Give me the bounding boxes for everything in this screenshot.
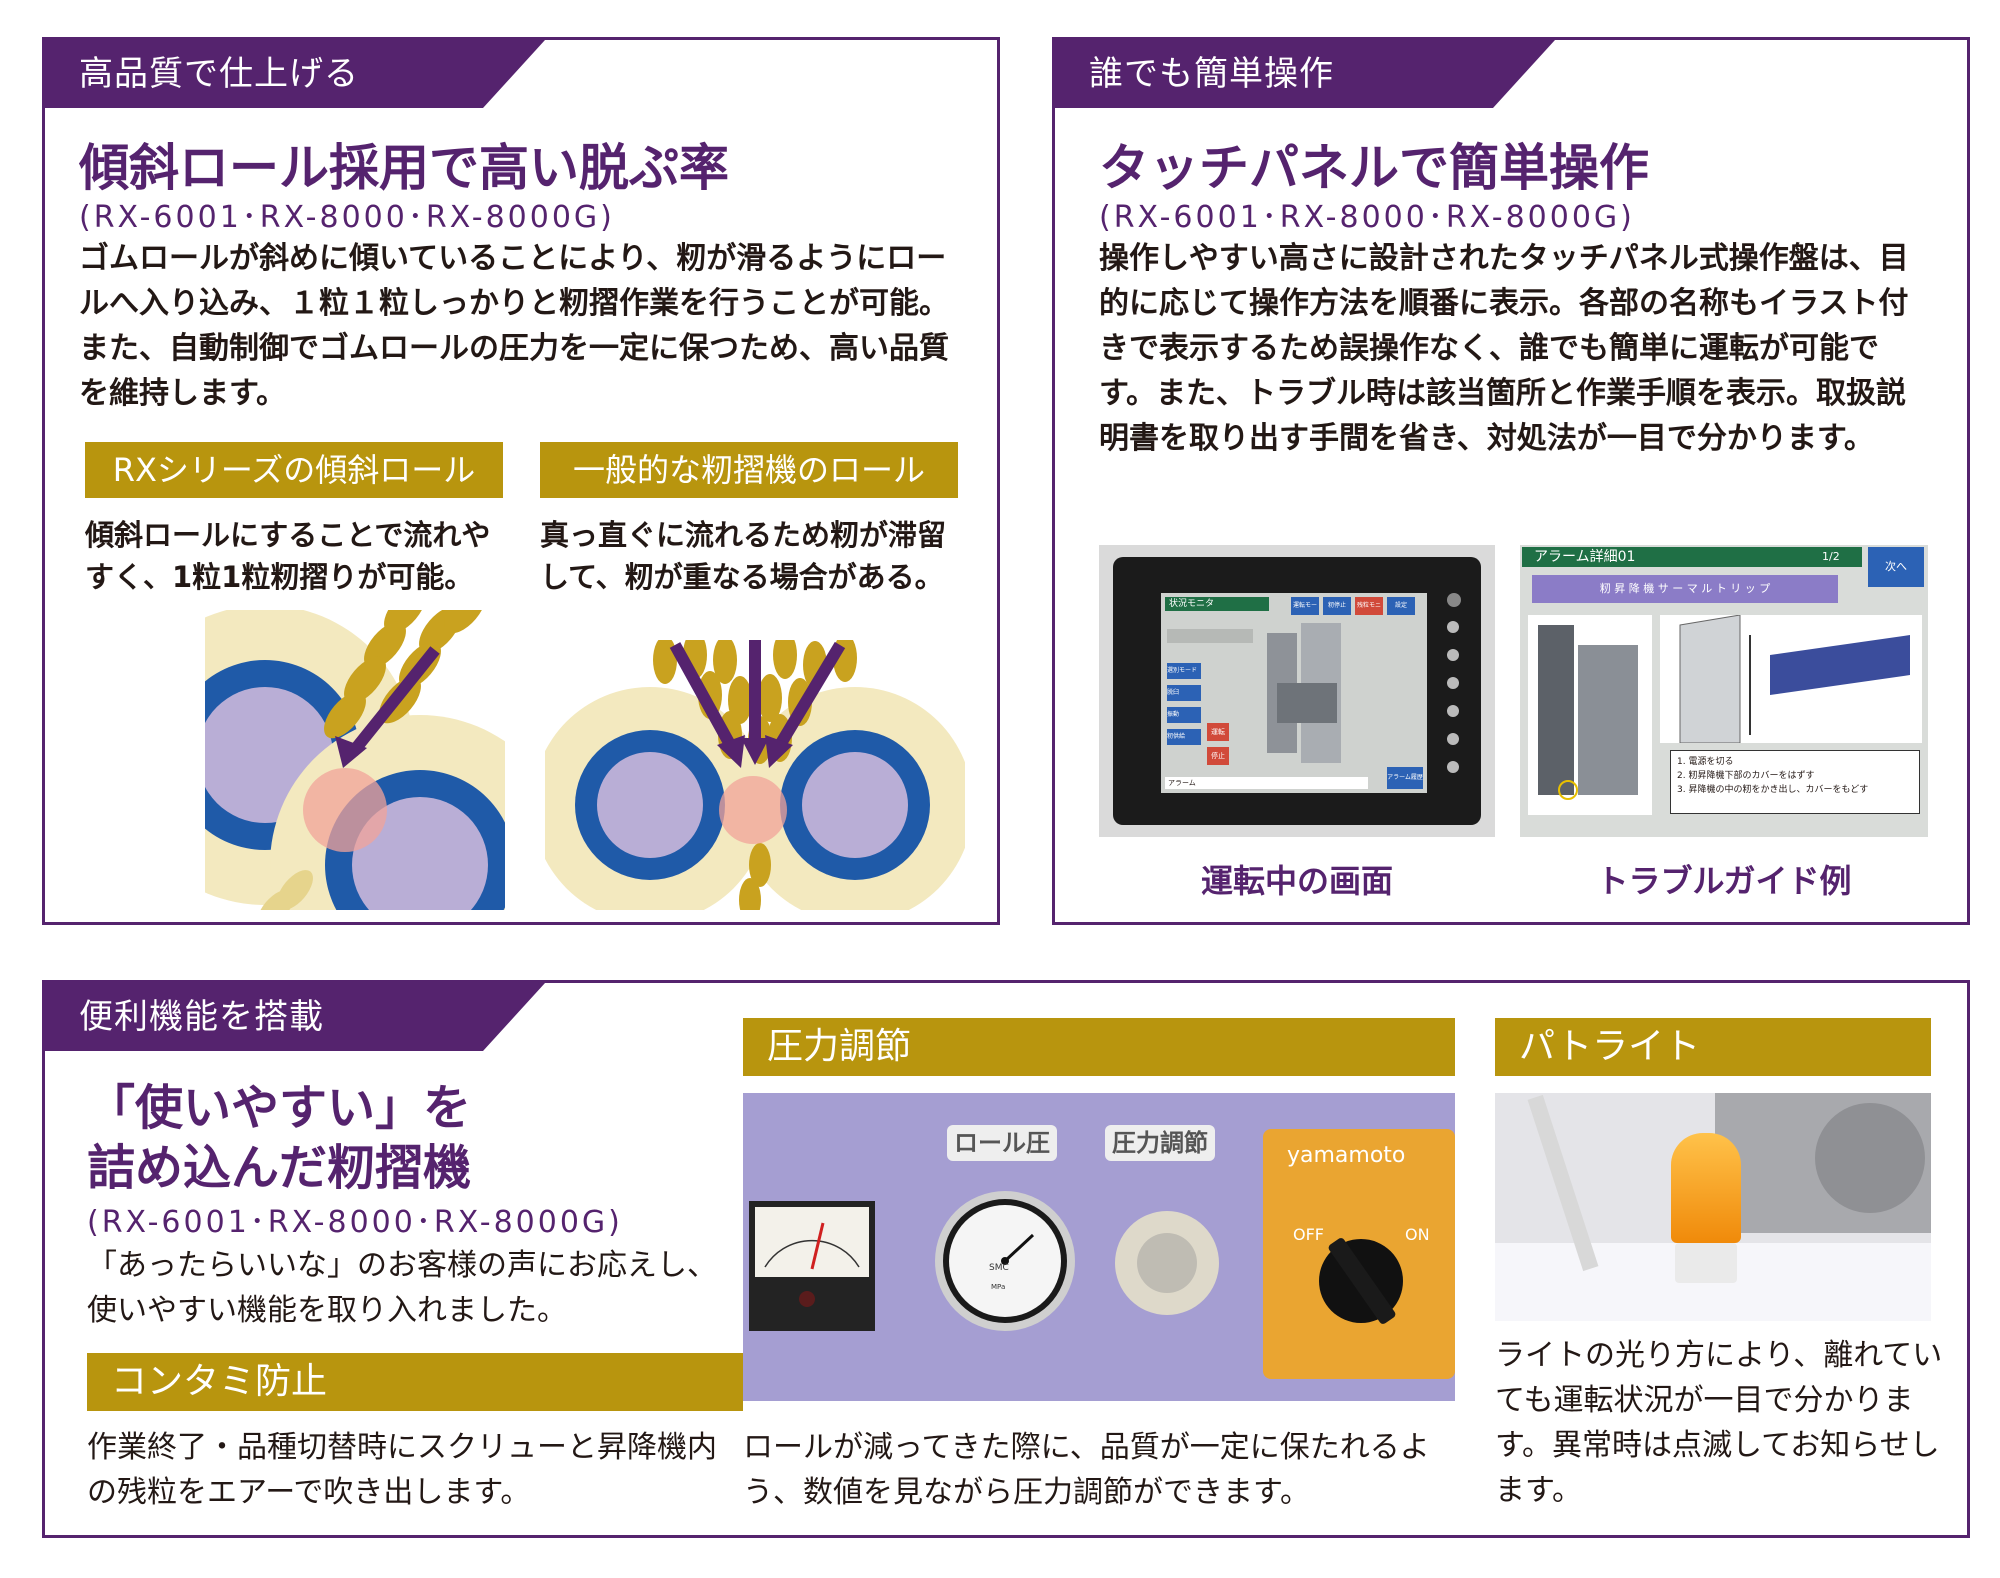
screen-btn-monitor[interactable]: 残粒モニタ xyxy=(1355,597,1383,615)
switch-plate: yamamoto OFF ON xyxy=(1263,1129,1455,1379)
guide-machine-photo xyxy=(1528,615,1652,815)
compare-label-rx: RXシリーズの傾斜ロール xyxy=(85,442,503,498)
patlite-text: ライトの光り方により、離れていても運転状況が一目で分かります。異常時は点滅してお… xyxy=(1495,1338,1943,1508)
panel-title: 傾斜ロール採用で高い脱ぷ率 xyxy=(79,139,729,197)
panel-description: 操作しやすい高さに設計されたタッチパネル式操作盤は、目的に応じて操作方法を順番に… xyxy=(1099,241,1909,456)
screen-side-buttons: 選別モード 脱臼 振動 籾供給 xyxy=(1167,663,1201,751)
model-list: (RX-6001･RX-8000･RX-8000G) xyxy=(1099,200,1635,235)
panel-title-line2: 詰め込んだ籾摺機 xyxy=(87,1140,472,1196)
screen-title: 状況モニタ xyxy=(1165,597,1269,611)
guide-next-button[interactable]: 次へ xyxy=(1868,547,1924,587)
inclined-roll-illustration xyxy=(205,610,505,910)
compare-text-general: 真っ直ぐに流れるため籾が滞留して、籾が重なる場合がある。 xyxy=(540,518,947,594)
screen-run-button[interactable]: 運転 xyxy=(1207,723,1229,741)
caption-running-screen: 運転中の画面 xyxy=(1200,862,1393,900)
panel-title: タッチパネルで簡単操作 xyxy=(1099,139,1649,197)
guide-banner: 籾 昇 降 機 サ ー マ ル ト リ ッ プ xyxy=(1532,575,1838,603)
screen-btn-stop[interactable]: 籾停止 xyxy=(1323,597,1351,615)
plate-roll-pressure: ロール圧 xyxy=(947,1125,1057,1161)
section-tag: 便利機能を搭載 xyxy=(45,983,545,1051)
pressure-adjust-knob[interactable] xyxy=(1115,1211,1219,1315)
hardware-keys xyxy=(1447,593,1461,789)
screen-btn-mode[interactable]: 運転モード xyxy=(1291,597,1319,615)
switch-off-label: OFF xyxy=(1293,1225,1324,1244)
guide-detail-drawing xyxy=(1660,614,1922,744)
guide-steps: 1. 電源を切る 2. 籾昇降機下部のカバーをはずす 3. 昇降機の中の籾をかき… xyxy=(1670,750,1920,814)
screen-machine-diagram xyxy=(1257,623,1367,773)
contamination-label: コンタミ防止 xyxy=(87,1353,743,1411)
power-switch[interactable] xyxy=(1319,1236,1403,1326)
panel-title-line1: 「使いやすい」を xyxy=(87,1080,472,1136)
screen-alarm-history-button[interactable]: アラーム履歴 xyxy=(1387,767,1423,789)
panel-description: ゴムロールが斜めに傾いていることにより、籾が滑るようにロールへ入り込み、１粒１粒… xyxy=(79,241,949,411)
screen-alarm-bar: アラーム xyxy=(1165,777,1368,789)
general-roll-illustration xyxy=(545,640,965,910)
trouble-guide-screen: アラーム詳細01 1/2 次へ 籾 昇 降 機 サ ー マ ル ト リ ッ プ … xyxy=(1520,545,1928,837)
pressure-text: ロールが減ってきた際に、品質が一定に保たれるよう、数値を見ながら圧力調節ができま… xyxy=(743,1430,1430,1510)
gauge-unit: MPa xyxy=(991,1283,1006,1291)
plate-pressure-adjust: 圧力調節 xyxy=(1105,1125,1215,1161)
compare-label-general: 一般的な籾摺機のロール xyxy=(540,442,958,498)
gauge-brand: SMC xyxy=(989,1263,1009,1273)
contamination-text: 作業終了・品種切替時にスクリューと昇降機内の残粒をエアーで吹き出します。 xyxy=(87,1430,717,1510)
brand-logo: yamamoto xyxy=(1287,1143,1406,1168)
screen-btn-settings[interactable]: 設定 xyxy=(1387,597,1415,615)
switch-on-label: ON xyxy=(1405,1225,1430,1244)
compare-text-rx: 傾斜ロールにすることで流れやすく、1粒1粒籾摺りが可能。 xyxy=(85,518,491,594)
screen-stop-button[interactable]: 停止 xyxy=(1207,747,1229,765)
patlite-lamp xyxy=(1671,1133,1741,1243)
section-tag: 誰でも簡単操作 xyxy=(1055,40,1555,108)
pressure-label: 圧力調節 xyxy=(743,1018,1455,1076)
panel-touch: 誰でも簡単操作 タッチパネルで簡単操作 (RX-6001･RX-8000･RX-… xyxy=(1052,37,1970,925)
model-list: (RX-6001･RX-8000･RX-8000G) xyxy=(79,200,615,235)
pressure-gauge: SMC MPa xyxy=(935,1191,1075,1331)
screen-display: 状況モニタ 運転モード 籾停止 残粒モニタ 設定 選別モード 脱臼 振動 籾供給… xyxy=(1161,593,1427,793)
guide-title: アラーム詳細01 xyxy=(1522,547,1834,567)
patlite-photo xyxy=(1495,1093,1931,1321)
caption-trouble-guide: トラブルガイド例 xyxy=(1596,862,1852,900)
panel-features: 便利機能を搭載 「使いやすい」を 詰め込んだ籾摺機 (RX-6001･RX-80… xyxy=(42,980,1970,1538)
pressure-photo: ロール圧 圧力調節 SMC MPa yamamoto OFF ON xyxy=(743,1093,1455,1401)
ammeter xyxy=(749,1201,875,1331)
model-list: (RX-6001･RX-8000･RX-8000G) xyxy=(87,1205,623,1240)
panel-quality: 高品質で仕上げる 傾斜ロール採用で高い脱ぷ率 (RX-6001･RX-8000･… xyxy=(42,37,1000,925)
guide-page: 1/2 xyxy=(1822,547,1862,567)
panel-description: 「あったらいいな」のお客様の声にお応えし、使いやすい機能を取り入れました。 xyxy=(87,1248,717,1328)
section-tag: 高品質で仕上げる xyxy=(45,40,545,108)
touch-panel-screen: 状況モニタ 運転モード 籾停止 残粒モニタ 設定 選別モード 脱臼 振動 籾供給… xyxy=(1099,545,1495,837)
patlite-label: パトライト xyxy=(1495,1018,1931,1076)
